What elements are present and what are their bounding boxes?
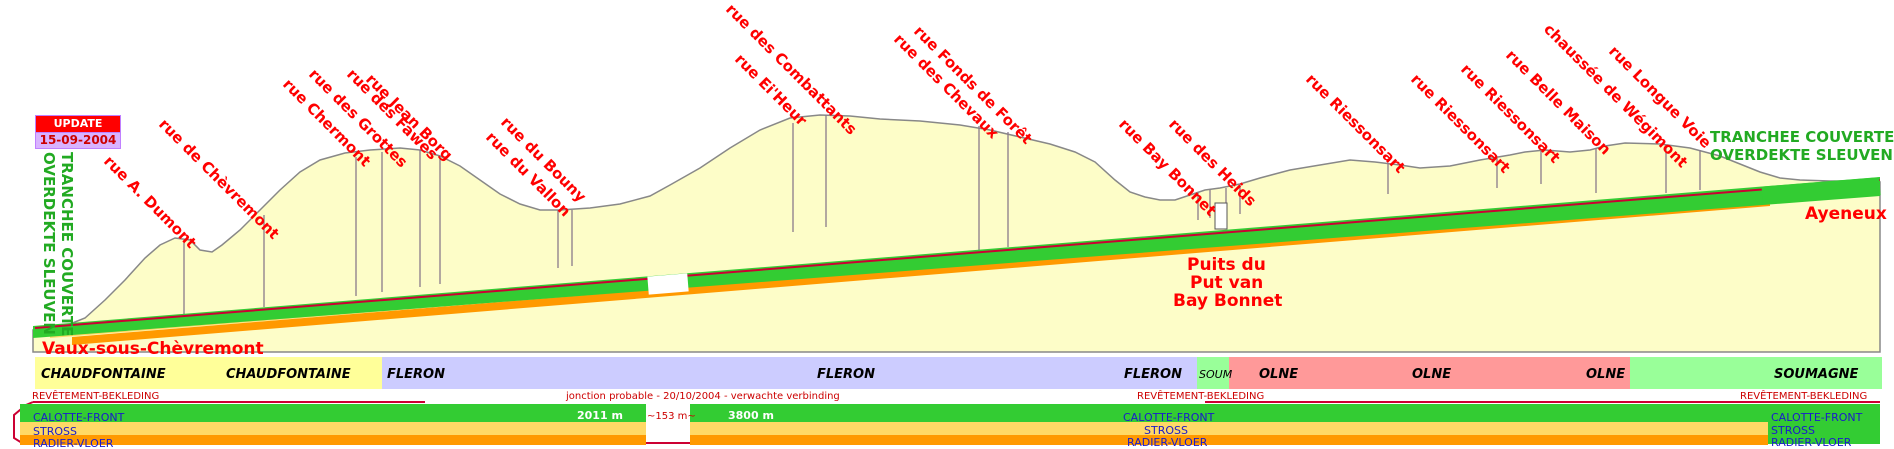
radier-label: RADIER-VLOER — [1127, 436, 1208, 449]
lining-label: REVÊTEMENT-BEKLEDING — [1137, 389, 1264, 402]
distance-gap: ~153 m~ — [647, 411, 696, 422]
municipality-label: CHAUDFONTAINE — [226, 367, 351, 382]
street-label: rue Belle Maison — [1502, 46, 1614, 158]
municipality-label: SOUMAGNE — [1774, 367, 1859, 382]
shaft-label-line-3: Bay Bonnet — [1173, 291, 1282, 311]
lining-label: REVÊTEMENT-BEKLEDING — [32, 389, 159, 402]
street-label: rue Riessonsart — [1407, 70, 1514, 177]
municipality-label: SOUM — [1199, 368, 1233, 381]
shaft-label-line-2: Put van — [1190, 273, 1263, 293]
municipality-label: FLERON — [817, 367, 875, 382]
stross-label: STROSS — [1771, 424, 1815, 437]
municipality-label: FLERON — [1124, 367, 1182, 382]
calotte-label: CALOTTE-FRONT — [1771, 411, 1863, 424]
tunnel-label-left-nl: OVERDEKTE SLEUVEN — [40, 152, 58, 335]
street-label: rue Riessonsart — [1457, 60, 1564, 167]
distance-left: 2011 m — [577, 409, 623, 422]
shaft-label-line-1: Puits du — [1187, 255, 1266, 275]
street-marker-lines — [183, 115, 1701, 314]
update-date: 15-09-2004 — [35, 132, 121, 149]
update-label: UPDATE — [35, 115, 121, 132]
tunnel-lining-line — [34, 179, 1881, 329]
place-start: Vaux-sous-Chèvremont — [42, 339, 264, 359]
lining-label: REVÊTEMENT-BEKLEDING — [1740, 389, 1867, 402]
tunnel-gap-marker — [647, 273, 689, 295]
right-portal-green — [1761, 177, 1881, 205]
stross-label: STROSS — [1144, 424, 1188, 437]
municipality-label: OLNE — [1259, 367, 1298, 382]
junction-note: jonction probable - 20/10/2004 - verwach… — [565, 391, 840, 402]
municipality-label: OLNE — [1412, 367, 1451, 382]
tunnel-label-right-nl: OVERDEKTE SLEUVEN — [1710, 146, 1893, 164]
street-label: rue Ei'Heur — [731, 50, 811, 130]
progress-strip: REVÊTEMENT-BEKLEDING REVÊTEMENT-BEKLEDIN… — [13, 389, 1880, 449]
municipality-label: OLNE — [1586, 367, 1625, 382]
street-label: rue A. Dumont — [100, 152, 200, 252]
shaft-marker — [1214, 202, 1228, 230]
municipality-label: CHAUDFONTAINE — [41, 367, 166, 382]
place-end: Ayeneux — [1805, 204, 1887, 224]
update-badge: UPDATE 15-09-2004 — [35, 115, 121, 149]
radier-label: RADIER-VLOER — [33, 437, 114, 449]
tunnel-label-left-fr: TRANCHEE COUVERTE — [58, 152, 76, 336]
calotte-label: CALOTTE-FRONT — [1123, 411, 1215, 424]
radier-label: RADIER-VLOER — [1771, 436, 1852, 449]
stross-label: STROSS — [33, 425, 77, 438]
distance-right: 3800 m — [728, 409, 774, 422]
municipality-label: FLERON — [387, 367, 445, 382]
municipality-band: CHAUDFONTAINE CHAUDFONTAINE FLERON FLERO… — [35, 357, 1882, 389]
calotte-label: CALOTTE-FRONT — [33, 411, 125, 424]
tunnel-label-right-fr: TRANCHEE COUVERTE — [1710, 128, 1894, 146]
